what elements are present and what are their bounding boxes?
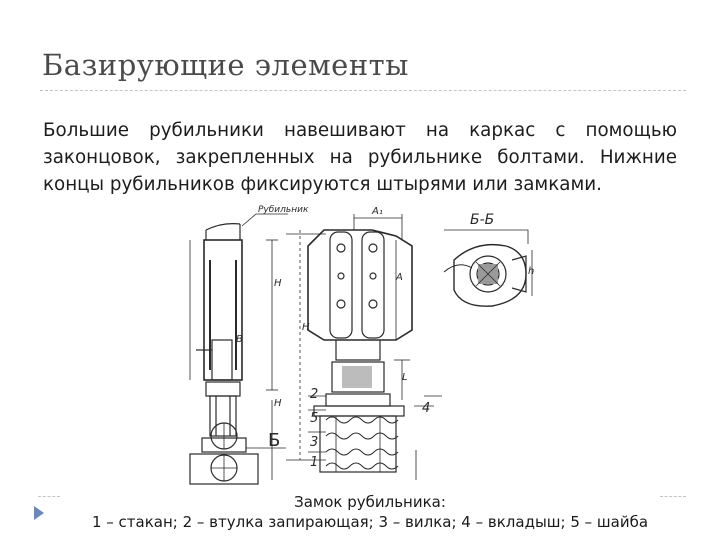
label-l: L <box>402 372 408 383</box>
label-section-bb: Б-Б <box>470 212 494 228</box>
technical-drawing: Рубильник Б-Б A₁ H H H B A L h Б 2 5 3 1… <box>176 200 536 490</box>
callout-2: 2 <box>310 387 318 402</box>
bullet-arrow-icon <box>34 506 44 520</box>
callout-1: 1 <box>310 455 318 470</box>
callout-4: 4 <box>422 401 430 416</box>
slide-title: Базирующие элементы <box>42 48 409 82</box>
label-b-small: B <box>236 334 243 345</box>
label-rubilnik: Рубильник <box>258 205 309 215</box>
caption-legend: 1 – стакан; 2 – втулка запирающая; 3 – в… <box>91 513 649 531</box>
drawing-svg: Рубильник Б-Б A₁ H H H B A L h Б 2 5 3 1… <box>189 205 534 485</box>
label-h-left: H <box>274 278 282 289</box>
label-h-small: h <box>528 266 534 277</box>
figure-caption: Замок рубильника: 1 – стакан; 2 – втулка… <box>60 492 680 532</box>
bottom-divider-left <box>38 496 60 497</box>
caption-title: Замок рубильника: <box>294 493 446 511</box>
label-a1: A₁ <box>371 206 383 217</box>
section-view <box>443 229 533 307</box>
left-view <box>189 213 288 485</box>
title-divider <box>40 90 686 91</box>
callout-3: 3 <box>310 435 318 450</box>
label-h-center: H <box>302 322 310 333</box>
label-b: Б <box>268 430 280 451</box>
label-a-mid: A <box>395 272 403 283</box>
callout-5: 5 <box>310 411 318 426</box>
body-paragraph: Большие рубильники навешивают на каркас … <box>43 120 677 195</box>
bottom-divider-right <box>660 496 686 497</box>
center-view <box>286 214 442 480</box>
label-h-lower: H <box>274 398 282 409</box>
